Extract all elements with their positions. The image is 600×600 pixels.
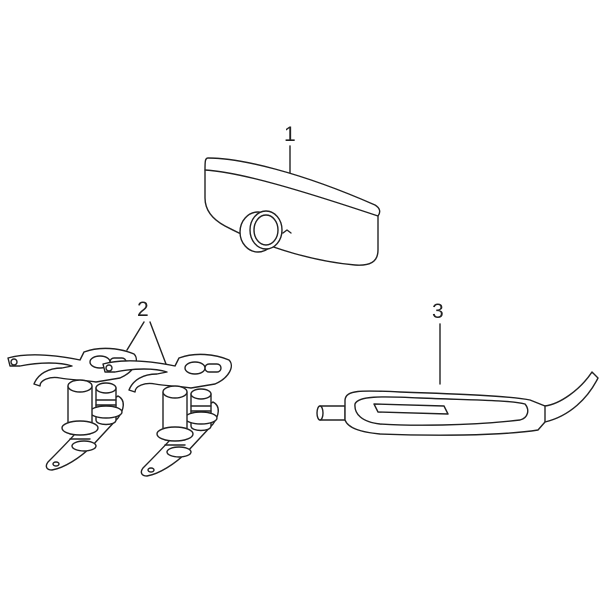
part-2-mechanisms: 2: [7, 298, 233, 477]
part-2-leader-lines: [126, 321, 167, 365]
part-1-housing: 1: [204, 123, 381, 266]
part-1-label: 1: [284, 123, 296, 146]
part-3-tool: 3: [316, 300, 599, 436]
part-2-label: 2: [137, 298, 149, 321]
part-3-label: 3: [432, 300, 444, 323]
